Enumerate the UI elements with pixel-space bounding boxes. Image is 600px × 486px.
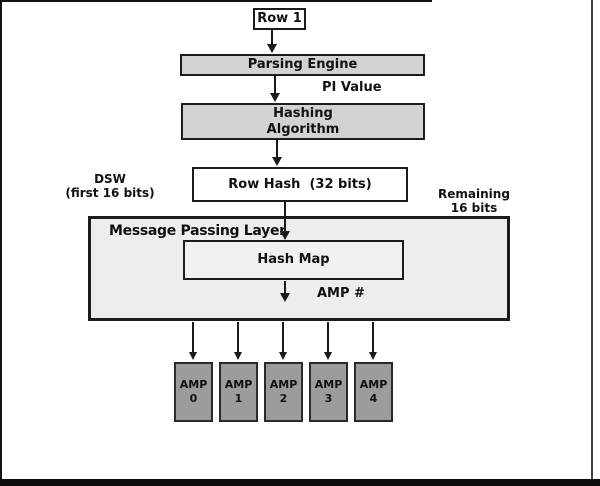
dsw-label-line1: DSW (94, 172, 126, 186)
arrowhead-down-icon (271, 157, 282, 166)
node-amp-1: AMP 1 (219, 362, 258, 422)
arrow-shaft (192, 322, 194, 352)
hashing-label-line2: Algorithm (266, 121, 340, 137)
arrow-mpl-to-amp-3 (324, 322, 332, 360)
frame-bottom-border (0, 479, 600, 486)
parsing-engine-label: Parsing Engine (247, 57, 358, 72)
node-hash-map: Hash Map (183, 240, 404, 280)
arrow-shaft (270, 29, 273, 44)
amp-3-label-line2: 3 (324, 392, 333, 405)
amp-4-label-line1: AMP (359, 378, 388, 391)
arrow-mpl-to-amp-0 (189, 322, 197, 360)
amp-4-label-line2: 4 (369, 392, 378, 405)
frame-top-border (0, 0, 432, 2)
remaining-bits-line2: 16 bits (450, 201, 498, 215)
arrowhead-down-icon (266, 44, 277, 53)
amp-1-label-line1: AMP (224, 378, 253, 391)
arrow-shaft (282, 322, 284, 352)
amp-0-label-line1: AMP (179, 378, 208, 391)
arrowhead-down-icon (279, 352, 287, 360)
arrow-mpl-to-amp-2 (279, 322, 287, 360)
amp-1-label-line2: 1 (234, 392, 243, 405)
node-parsing-engine: Parsing Engine (180, 54, 425, 76)
dsw-label: DSW (first 16 bits) (48, 172, 172, 200)
dsw-label-line2: (first 16 bits) (65, 186, 155, 200)
message-passing-layer-label: Message Passing Layer (109, 223, 286, 239)
node-amp-0: AMP 0 (174, 362, 213, 422)
arrow-mpl-to-amp-1 (234, 322, 242, 360)
node-row-hash: Row Hash (32 bits) (192, 167, 408, 202)
row1-label: Row 1 (257, 11, 302, 26)
arrow-shaft (273, 75, 276, 93)
remaining-bits-label: Remaining 16 bits (414, 187, 534, 215)
row-hash-label: Row Hash (32 bits) (228, 176, 372, 192)
arrowhead-down-icon (369, 352, 377, 360)
node-amp-4: AMP 4 (354, 362, 393, 422)
frame-left-border (0, 0, 2, 486)
arrow-row1-to-parsing-engine (266, 29, 277, 53)
amp-number-label: AMP # (317, 286, 365, 301)
arrow-shaft (283, 281, 286, 293)
amp-0-label-line2: 0 (189, 392, 198, 405)
arrow-shaft (275, 139, 278, 157)
frame-right-border (591, 0, 593, 486)
arrowhead-down-icon (189, 352, 197, 360)
node-amp-3: AMP 3 (309, 362, 348, 422)
arrow-mpl-to-amp-4 (369, 322, 377, 360)
arrow-shaft (237, 322, 239, 352)
node-amp-2: AMP 2 (264, 362, 303, 422)
arrow-shaft (283, 201, 286, 231)
node-message-passing-layer: Message Passing Layer (88, 216, 510, 321)
node-row1: Row 1 (253, 8, 306, 30)
arrow-parsing-engine-to-hashing-algorithm (269, 75, 280, 102)
amp-3-label-line1: AMP (314, 378, 343, 391)
amp-2-label-line1: AMP (269, 378, 298, 391)
arrowhead-down-icon (324, 352, 332, 360)
hashing-label-line1: Hashing (273, 105, 333, 121)
remaining-bits-line1: Remaining (438, 187, 510, 201)
node-hashing-algorithm: Hashing Algorithm (181, 103, 425, 140)
amp-2-label-line2: 2 (279, 392, 288, 405)
arrow-row-hash-to-hash-map (279, 201, 290, 240)
pi-value-label: PI Value (322, 80, 382, 95)
arrow-shaft (372, 322, 374, 352)
arrow-shaft (327, 322, 329, 352)
arrowhead-down-icon (269, 93, 280, 102)
arrowhead-down-icon (234, 352, 242, 360)
arrowhead-down-icon (279, 231, 290, 240)
arrow-hash-map-to-amp-number (279, 281, 290, 302)
arrowhead-down-icon (279, 293, 290, 302)
arrow-hashing-algorithm-to-row-hash (271, 139, 282, 166)
hash-map-label: Hash Map (257, 252, 330, 267)
